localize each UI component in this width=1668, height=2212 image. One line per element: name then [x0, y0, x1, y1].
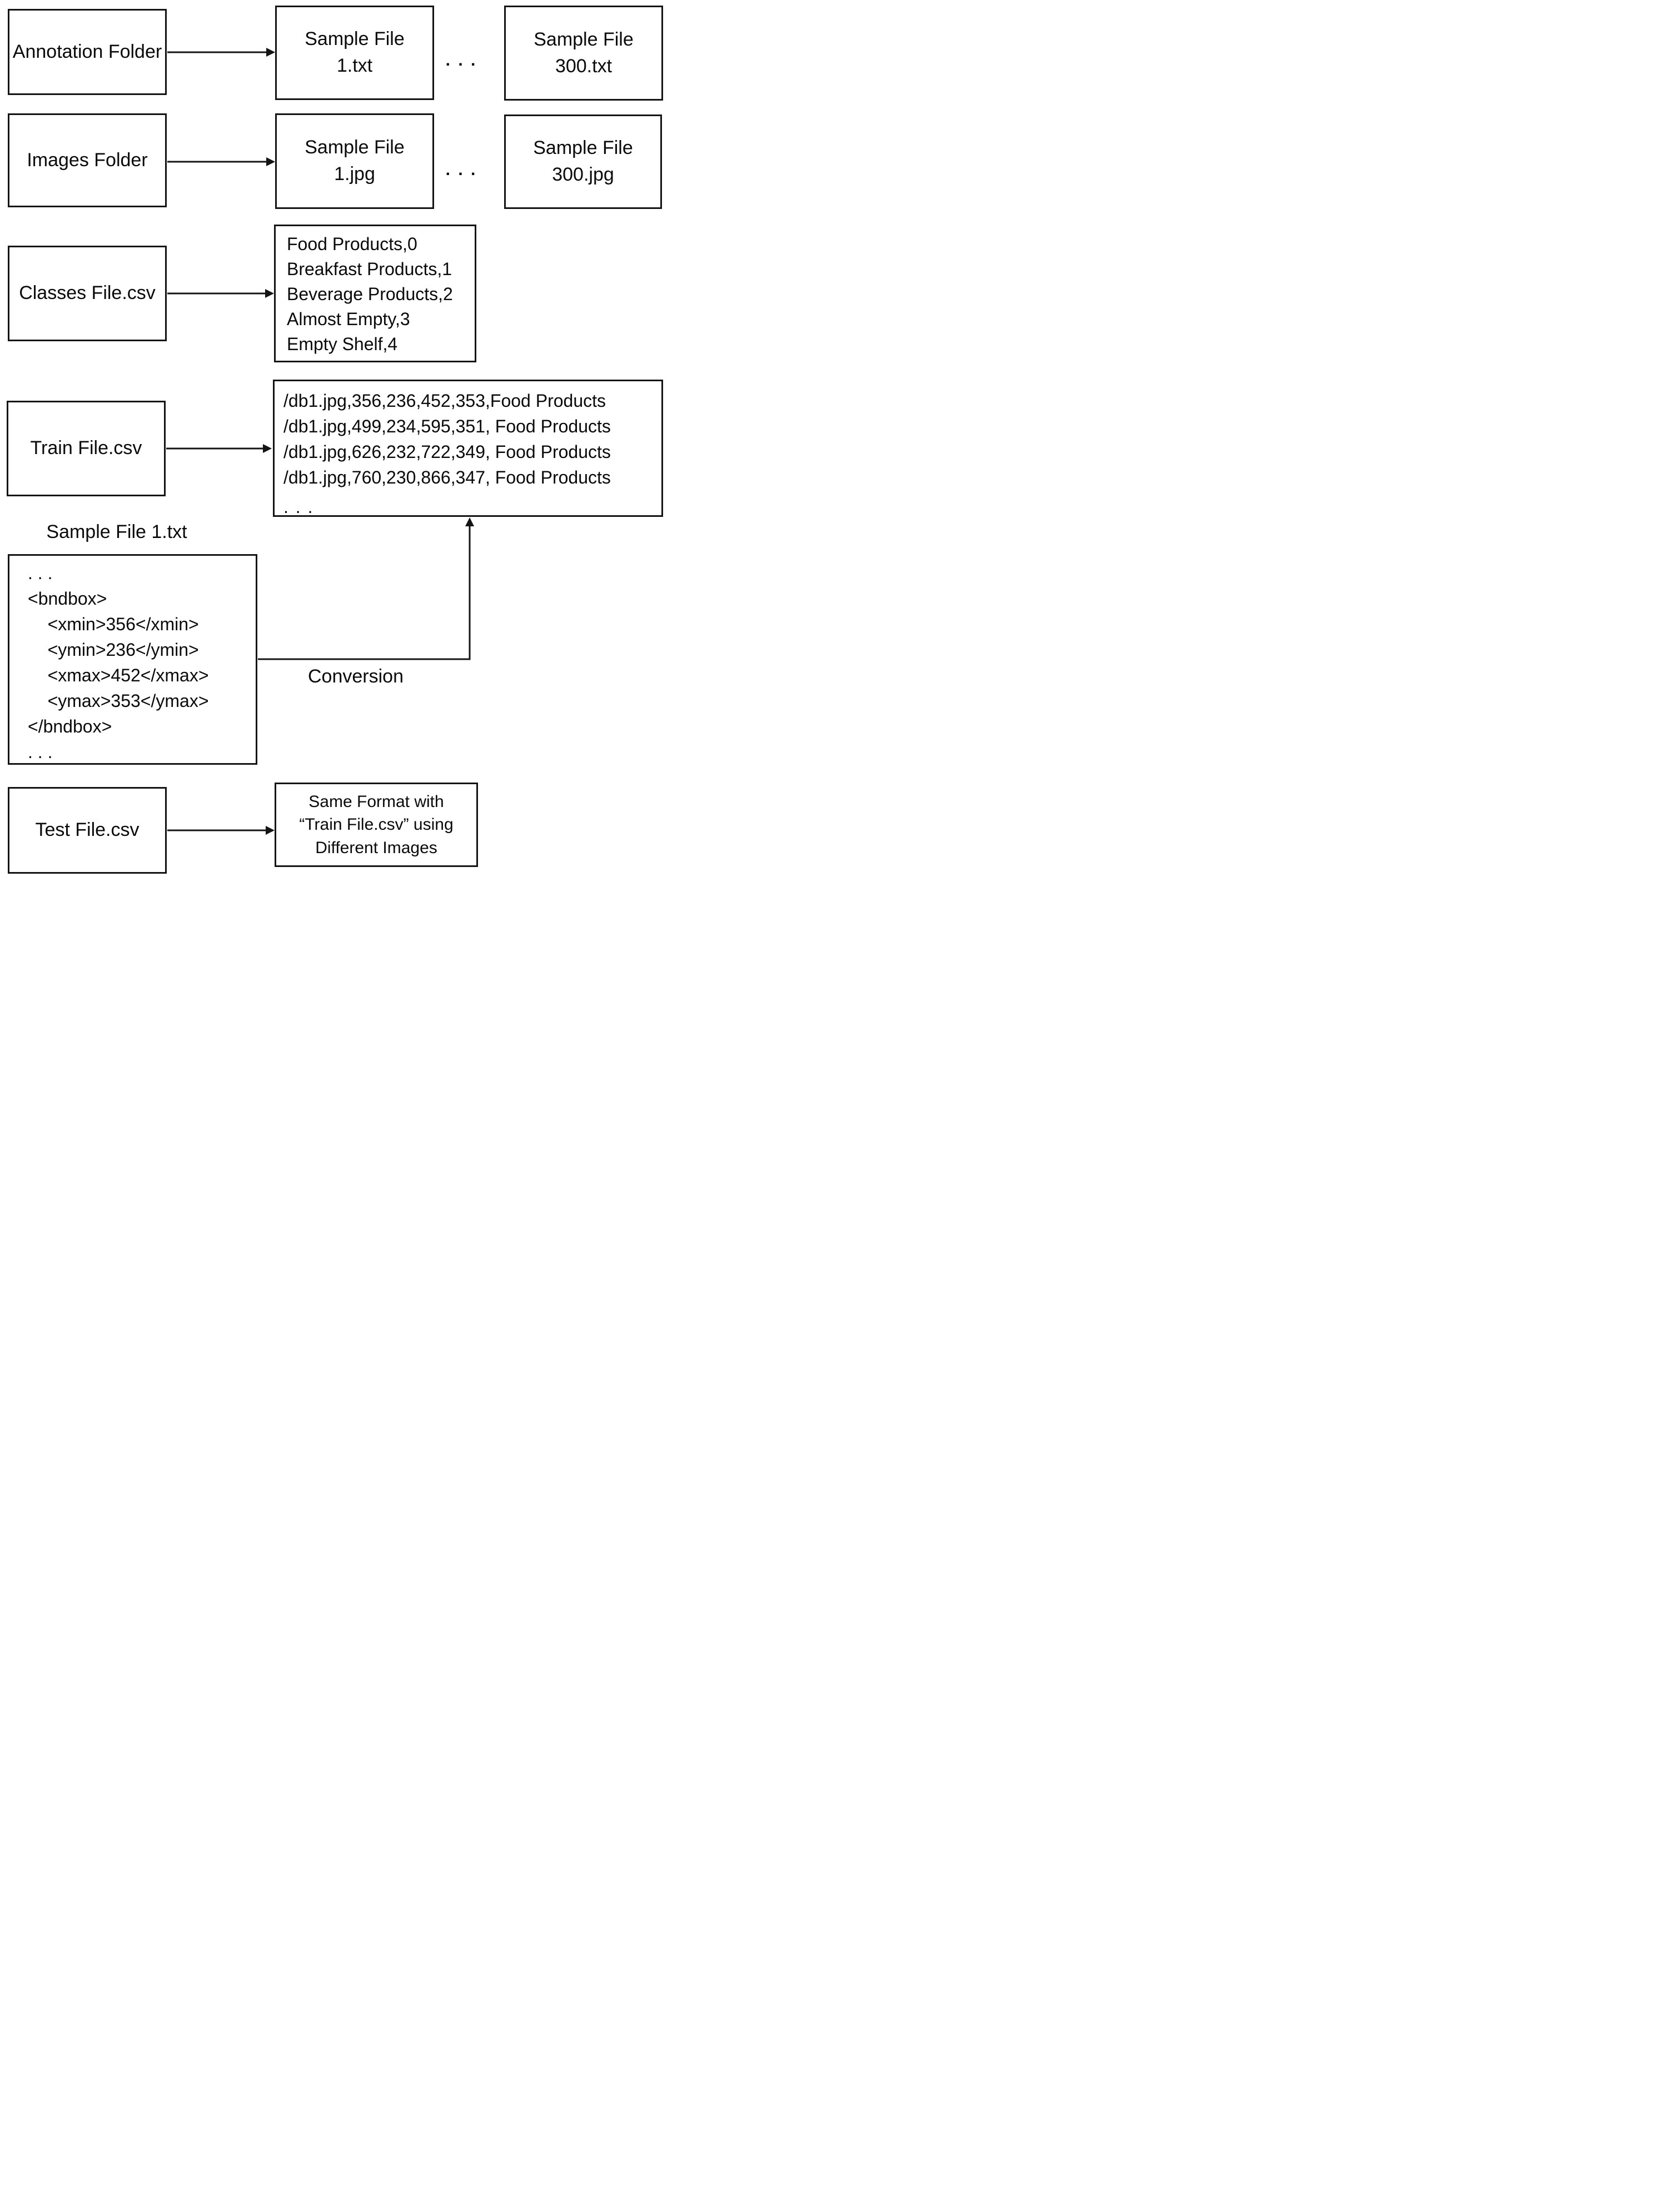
- train-file-label: Train File.csv: [30, 437, 142, 459]
- sample-file-1-txt-box: Sample File 1.txt: [275, 6, 434, 100]
- csv-line: /db1.jpg,626,232,722,349, Food Products: [283, 442, 611, 462]
- class-line: Food Products,0: [287, 234, 417, 254]
- xml-line: <bndbox>: [28, 589, 107, 609]
- xml-line: <ymin>236</ymin>: [28, 640, 199, 660]
- sample-file-300-jpg-box: Sample File 300.jpg: [504, 114, 662, 209]
- csv-line: /db1.jpg,760,230,866,347, Food Products: [283, 467, 611, 487]
- conversion-label: Conversion: [308, 666, 404, 687]
- ellipsis-jpg-files: . . .: [445, 161, 477, 179]
- class-line: Breakfast Products,1: [287, 259, 452, 279]
- sample-file-300-jpg-label: Sample File 300.jpg: [533, 137, 633, 185]
- xml-line: <xmin>356</xmin>: [28, 614, 199, 634]
- dataset-structure-diagram: Annotation Folder Sample File 1.txt . . …: [0, 0, 667, 885]
- csv-line: /db1.jpg,499,234,595,351, Food Products: [283, 416, 611, 436]
- sample-file-300-txt-box: Sample File 300.txt: [504, 6, 663, 101]
- sample-file-1-txt-caption: Sample File 1.txt: [46, 521, 187, 542]
- sample-file-1-txt-label: Sample File 1.txt: [305, 28, 405, 76]
- classes-content-box: Food Products,0 Breakfast Products,1 Bev…: [274, 225, 476, 362]
- class-line: Empty Shelf,4: [287, 334, 398, 354]
- classes-file-label: Classes File.csv: [19, 282, 156, 304]
- csv-line: /db1.jpg,356,236,452,353,Food Products: [283, 391, 606, 411]
- sample-file-300-txt-label: Sample File 300.txt: [534, 28, 634, 77]
- train-content-box: /db1.jpg,356,236,452,353,Food Products /…: [273, 380, 663, 517]
- test-file-box: Test File.csv: [8, 787, 167, 874]
- xml-line: <xmax>452</xmax>: [28, 665, 209, 685]
- test-file-label: Test File.csv: [35, 819, 140, 841]
- classes-file-box: Classes File.csv: [8, 246, 167, 341]
- test-content-box: Same Format with “Train File.csv” using …: [275, 783, 478, 867]
- sample-file-1-jpg-label: Sample File 1.jpg: [305, 137, 405, 185]
- arrow-conversion: [258, 517, 474, 660]
- train-ellipsis: . . .: [283, 497, 314, 517]
- xml-line: . . .: [28, 742, 53, 762]
- ellipsis-txt-files: . . .: [445, 51, 477, 69]
- xml-line: <ymax>353</ymax>: [28, 691, 209, 711]
- class-line: Almost Empty,3: [287, 309, 410, 329]
- class-line: Beverage Products,2: [287, 284, 453, 304]
- annotation-xml-box: . . . <bndbox> <xmin>356</xmin> <ymin>23…: [8, 554, 257, 765]
- xml-line: . . .: [28, 563, 53, 583]
- annotation-folder-box: Annotation Folder: [8, 9, 167, 95]
- images-folder-label: Images Folder: [27, 149, 148, 171]
- xml-line: </bndbox>: [28, 716, 112, 736]
- images-folder-box: Images Folder: [8, 113, 167, 207]
- test-content-text: Same Format with “Train File.csv” using …: [299, 792, 454, 857]
- sample-file-1-jpg-box: Sample File 1.jpg: [275, 113, 434, 209]
- train-file-box: Train File.csv: [7, 401, 166, 496]
- annotation-folder-label: Annotation Folder: [12, 41, 162, 62]
